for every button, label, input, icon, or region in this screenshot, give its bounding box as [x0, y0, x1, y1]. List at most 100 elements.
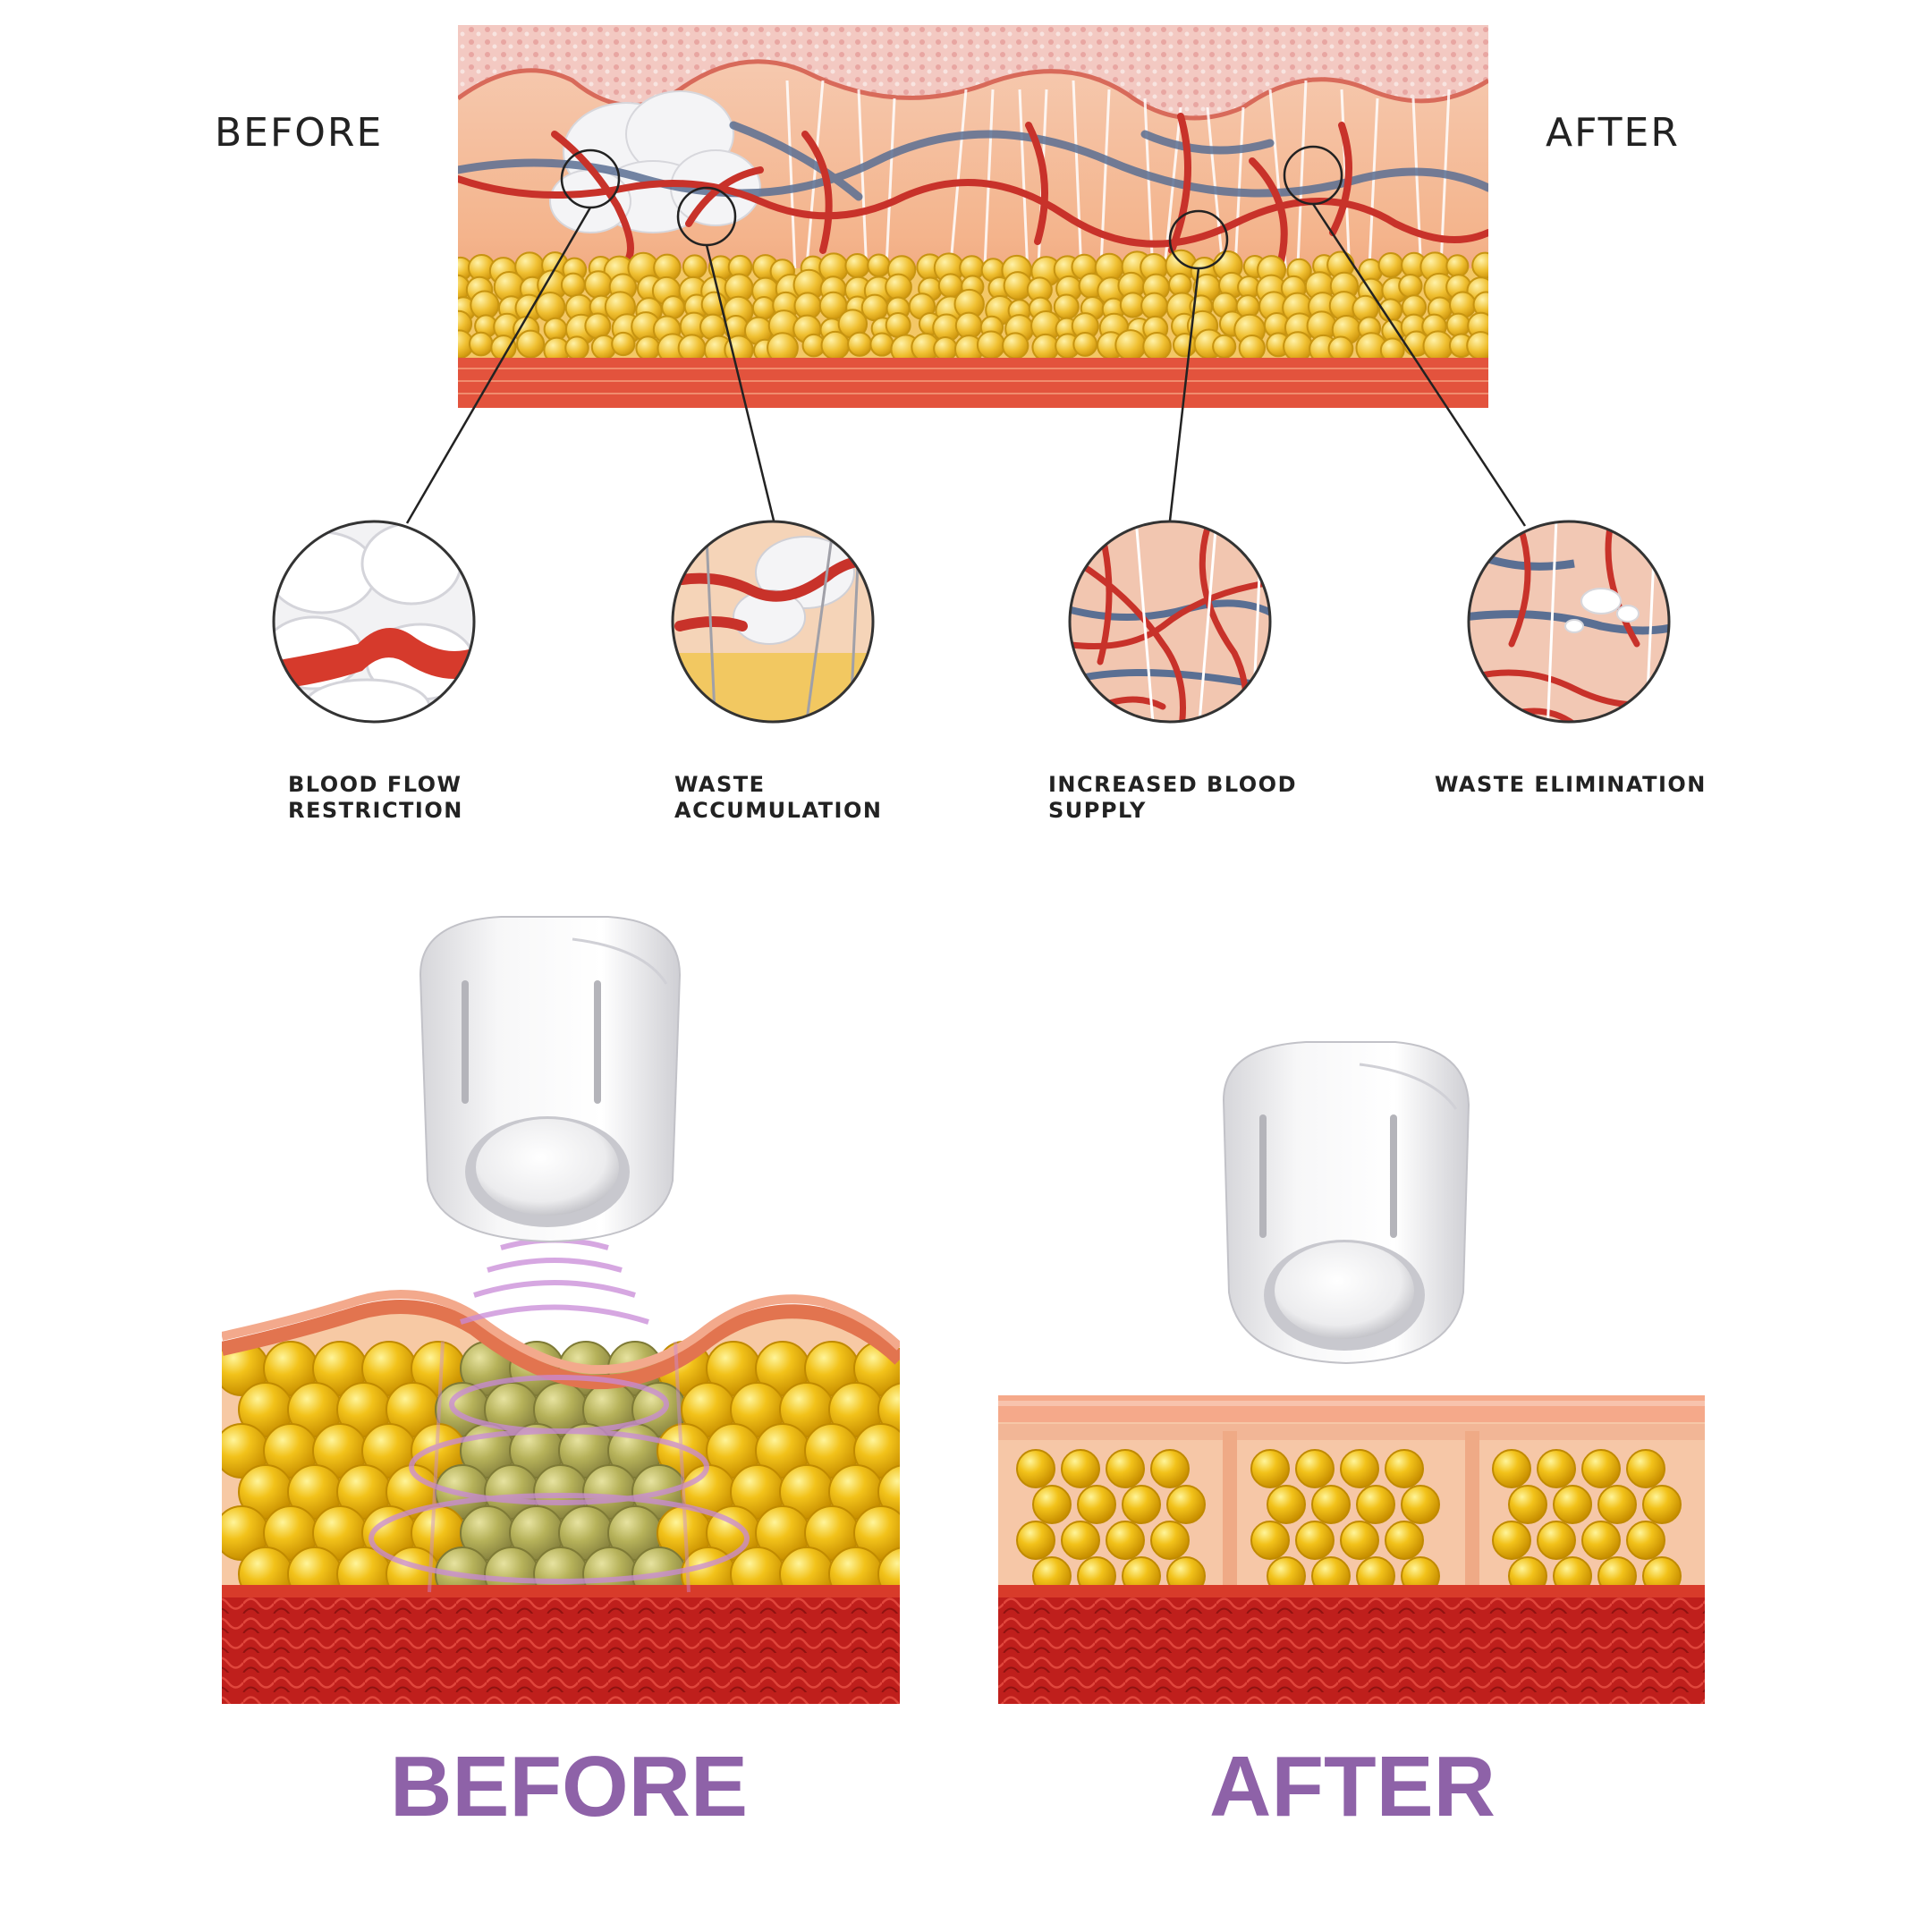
fat-cell	[1295, 1449, 1335, 1488]
fat-cell	[1072, 332, 1098, 357]
callout-label-waste-accumulation: WASTE ACCUMULATION	[674, 772, 882, 823]
fat-cell	[584, 312, 612, 340]
fat-cell	[1466, 331, 1488, 360]
fat-cell	[1150, 1449, 1190, 1488]
fat-cell	[1356, 1485, 1395, 1524]
fat-cell	[1173, 333, 1198, 358]
fat-cell	[1061, 1449, 1100, 1488]
ultrasound-device-icon	[419, 916, 682, 1243]
fat-cell	[869, 332, 894, 357]
fat-cell	[564, 335, 589, 360]
fat-cell	[516, 329, 546, 359]
callout-label-waste-elimination: WASTE ELIMINATION	[1435, 772, 1707, 797]
fat-cell	[1002, 332, 1030, 360]
fat-cell	[1422, 330, 1454, 362]
svg-text:SUPPLY: SUPPLY	[1048, 798, 1147, 823]
zoom-circle-increased-blood-supply	[1068, 520, 1272, 724]
fat-cell	[1401, 1485, 1440, 1524]
fat-cell	[1492, 1449, 1531, 1488]
fat-cell	[635, 335, 661, 361]
fat-cell	[1106, 1449, 1145, 1488]
ultrasound-device-icon	[1222, 1041, 1470, 1365]
fat-cell	[1053, 293, 1080, 320]
fat-cell	[820, 330, 851, 360]
bottom-before-label: BEFORE	[390, 1739, 748, 1835]
fat-cell	[1597, 1485, 1637, 1524]
fat-cell	[1445, 254, 1470, 278]
svg-text:WASTE ELIMINATION: WASTE ELIMINATION	[1435, 772, 1707, 797]
fat-cell	[1553, 1485, 1592, 1524]
fat-cell	[1031, 333, 1060, 362]
fat-cell	[1140, 292, 1169, 320]
callout-label-increased-blood-supply: INCREASED BLOOD SUPPLY	[1048, 772, 1297, 823]
fat-cell	[1471, 251, 1488, 279]
fat-cell	[860, 293, 889, 322]
fat-cell	[933, 336, 958, 361]
fat-cell	[885, 273, 912, 301]
fat-cell	[1581, 1449, 1621, 1488]
veins	[458, 121, 1488, 201]
fat-cell	[560, 272, 586, 298]
fat-cell	[1212, 334, 1237, 359]
fat-cell	[1340, 1521, 1379, 1560]
fat-cell	[847, 331, 873, 357]
fat-cell	[1122, 1485, 1161, 1524]
fat-cell	[1032, 1485, 1072, 1524]
fat-cell	[1283, 331, 1314, 362]
svg-text:INCREASED BLOOD: INCREASED BLOOD	[1048, 772, 1297, 797]
top-after-label: AFTER	[1546, 110, 1680, 156]
bottom-after-label: AFTER	[1209, 1739, 1496, 1835]
fat-cell	[877, 1464, 900, 1520]
fat-cell	[1327, 335, 1354, 362]
fat-cell	[1537, 1521, 1576, 1560]
callout-connectors	[405, 203, 1527, 527]
skin-cross-section	[458, 25, 1488, 408]
fat-cell	[1492, 1521, 1531, 1560]
callout-label-blood-flow-restriction: BLOOD FLOW RESTRICTION	[288, 772, 463, 823]
fat-cell	[885, 311, 911, 338]
fat-cell	[1106, 1521, 1145, 1560]
fat-cell	[1642, 1485, 1682, 1524]
fat-cell	[468, 331, 494, 357]
fat-cell	[1537, 1449, 1576, 1488]
fat-cell	[1250, 1521, 1290, 1560]
fat-cell	[535, 291, 566, 323]
fat-cell	[1295, 1521, 1335, 1560]
top-before-label: BEFORE	[215, 110, 383, 156]
fat-cell	[1150, 1521, 1190, 1560]
fat-cell	[1250, 1449, 1290, 1488]
fat-cell	[1114, 329, 1147, 361]
fat-cell	[1385, 1449, 1424, 1488]
after-tissue-panel	[998, 1395, 1705, 1704]
arteries	[458, 113, 1488, 272]
svg-text:WASTE: WASTE	[674, 772, 766, 797]
fat-cell	[954, 311, 983, 340]
fat-cell	[1016, 1449, 1055, 1488]
fat-cell	[1445, 312, 1471, 338]
fat-cell	[877, 1382, 900, 1437]
fat-cell	[677, 334, 707, 363]
zoom-circle-waste-accumulation	[671, 520, 875, 724]
svg-text:ACCUMULATION: ACCUMULATION	[674, 798, 882, 823]
fat-cell	[1626, 1449, 1665, 1488]
fat-cell	[1581, 1521, 1621, 1560]
fat-cell	[1238, 334, 1266, 362]
fat-cell	[1377, 252, 1404, 278]
fat-cell	[1077, 1485, 1116, 1524]
fat-cell	[584, 270, 614, 300]
fat-cell	[1311, 1485, 1351, 1524]
fat-cell	[1385, 1521, 1424, 1560]
fat-cell	[853, 1505, 900, 1561]
fat-cell	[1166, 1485, 1206, 1524]
zoom-circle-blood-flow-restriction	[272, 520, 476, 724]
zoom-circle-waste-elimination	[1467, 520, 1671, 724]
fat-cell	[1267, 1485, 1306, 1524]
fat-cell	[1626, 1521, 1665, 1560]
fat-cell	[1340, 1449, 1379, 1488]
fat-cell	[1508, 1485, 1547, 1524]
before-tissue-panel	[222, 1290, 900, 1704]
svg-text:RESTRICTION: RESTRICTION	[288, 798, 463, 823]
fat-layer	[458, 249, 1488, 365]
fat-cell	[682, 254, 708, 280]
